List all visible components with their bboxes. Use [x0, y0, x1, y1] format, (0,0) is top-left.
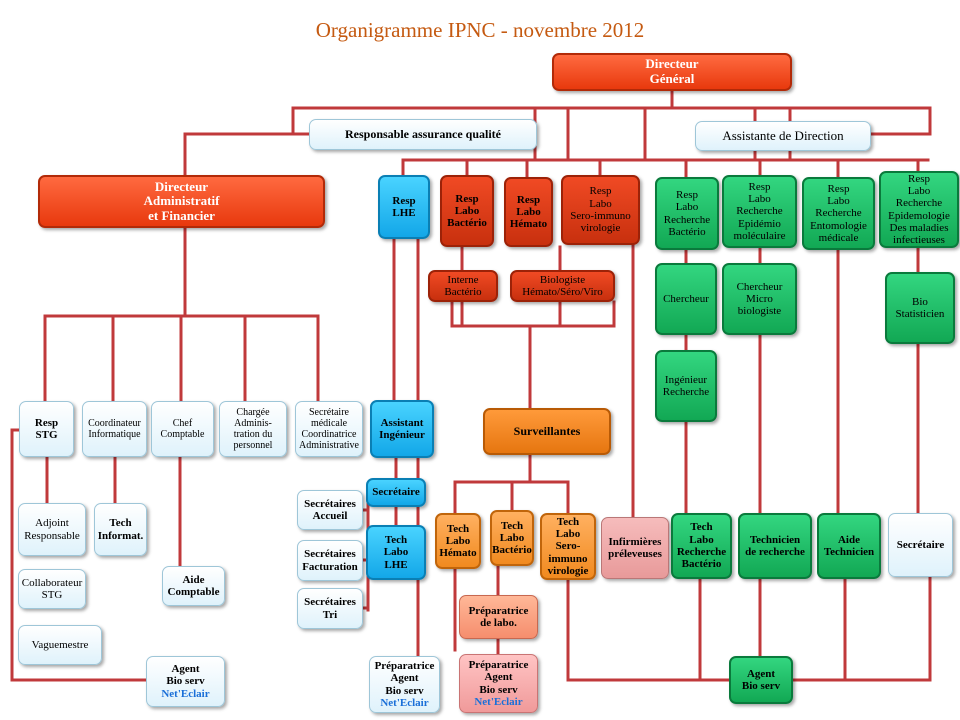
node-chargee-administration: Chargée Adminis- tration du personnel	[219, 401, 287, 457]
node-tech-informatique: Tech Informat.	[94, 503, 147, 556]
node-rech-bacterio: Resp Labo Recherche Bactério	[655, 177, 719, 250]
node-tech-labo-sero: Tech Labo Sero- immuno virologie	[540, 513, 596, 580]
node-interne-bacterio: Interne Bactério	[428, 270, 498, 302]
node-rech-epidemologie: Resp Labo Recherche Epidemologie Des mal…	[879, 171, 959, 248]
node-tech-labo-bacterio: Tech Labo Bactério	[490, 510, 534, 566]
node-resp-stg: Resp STG	[19, 401, 74, 457]
node-rech-epidemio: Resp Labo Recherche Epidémio moléculaire	[722, 175, 797, 248]
node-chercheur: Chercheur	[655, 263, 717, 335]
node-secretaires-tri: Secrétaires Tri	[297, 588, 363, 629]
node-infirmieres: Infirmières préleveuses	[601, 517, 669, 579]
node-adjoint-responsable: Adjoint Responsable	[18, 503, 86, 556]
node-rech-ento: Resp Labo Recherche Entomologie médicale	[802, 177, 875, 250]
node-aide-technicien: Aide Technicien	[817, 513, 881, 579]
node-chef-comptable: Chef Comptable	[151, 401, 214, 457]
node-technicien-recherche: Technicien de recherche	[738, 513, 812, 579]
node-secretaire-medicale: Secrétaire médicale Coordinatrice Admini…	[295, 401, 363, 457]
node-directeur-admin-financier: Directeur Administratif et Financier	[38, 175, 325, 228]
node-coordinateur-informatique: Coordinateur Informatique	[82, 401, 147, 457]
node-assistante-direction: Assistante de Direction	[695, 121, 871, 151]
node-resp-bacterio: Resp Labo Bactério	[440, 175, 494, 247]
node-secretaires-facturation: Secrétaires Facturation	[297, 540, 363, 581]
node-surveillantes: Surveillantes	[483, 408, 611, 455]
node-secretaire-lhe: Secrétaire	[366, 478, 426, 507]
node-tech-recherche-bacterio: Tech Labo Recherche Bactério	[671, 513, 732, 579]
node-resp-hemato: Resp Labo Hémato	[504, 177, 553, 247]
node-responsable-qualite: Responsable assurance qualité	[309, 119, 537, 150]
node-resp-lhe: Resp LHE	[378, 175, 430, 239]
node-secretaire-recherche: Secrétaire	[888, 513, 953, 577]
node-resp-sero: Resp Labo Sero-immuno virologie	[561, 175, 640, 245]
node-tech-labo-lhe: Tech Labo LHE	[366, 525, 426, 580]
node-tech-labo-hemato: Tech Labo Hémato	[435, 513, 481, 569]
node-agent-bio-serv-recherche: Agent Bio serv	[729, 656, 793, 704]
node-directeur-general: Directeur Général	[552, 53, 792, 91]
node-bio-statisticien: Bio Statisticien	[885, 272, 955, 344]
node-assistant-ingenieur: Assistant Ingénieur	[370, 400, 434, 458]
chart-title: Organigramme IPNC - novembre 2012	[315, 18, 645, 42]
node-secretaires-accueil: Secrétaires Accueil	[297, 490, 363, 530]
node-ingenieur-recherche: Ingénieur Recherche	[655, 350, 717, 422]
node-preparatrice-labo: Préparatrice de labo.	[459, 595, 538, 639]
node-chercheur-micro: Chercheur Micro biologiste	[722, 263, 797, 335]
node-vaguemestre: Vaguemestre	[18, 625, 102, 665]
node-collaborateur-stg: Collaborateur STG	[18, 569, 86, 609]
node-biologiste: Biologiste Hémato/Séro/Viro	[510, 270, 615, 302]
node-aide-comptable: Aide Comptable	[162, 566, 225, 606]
